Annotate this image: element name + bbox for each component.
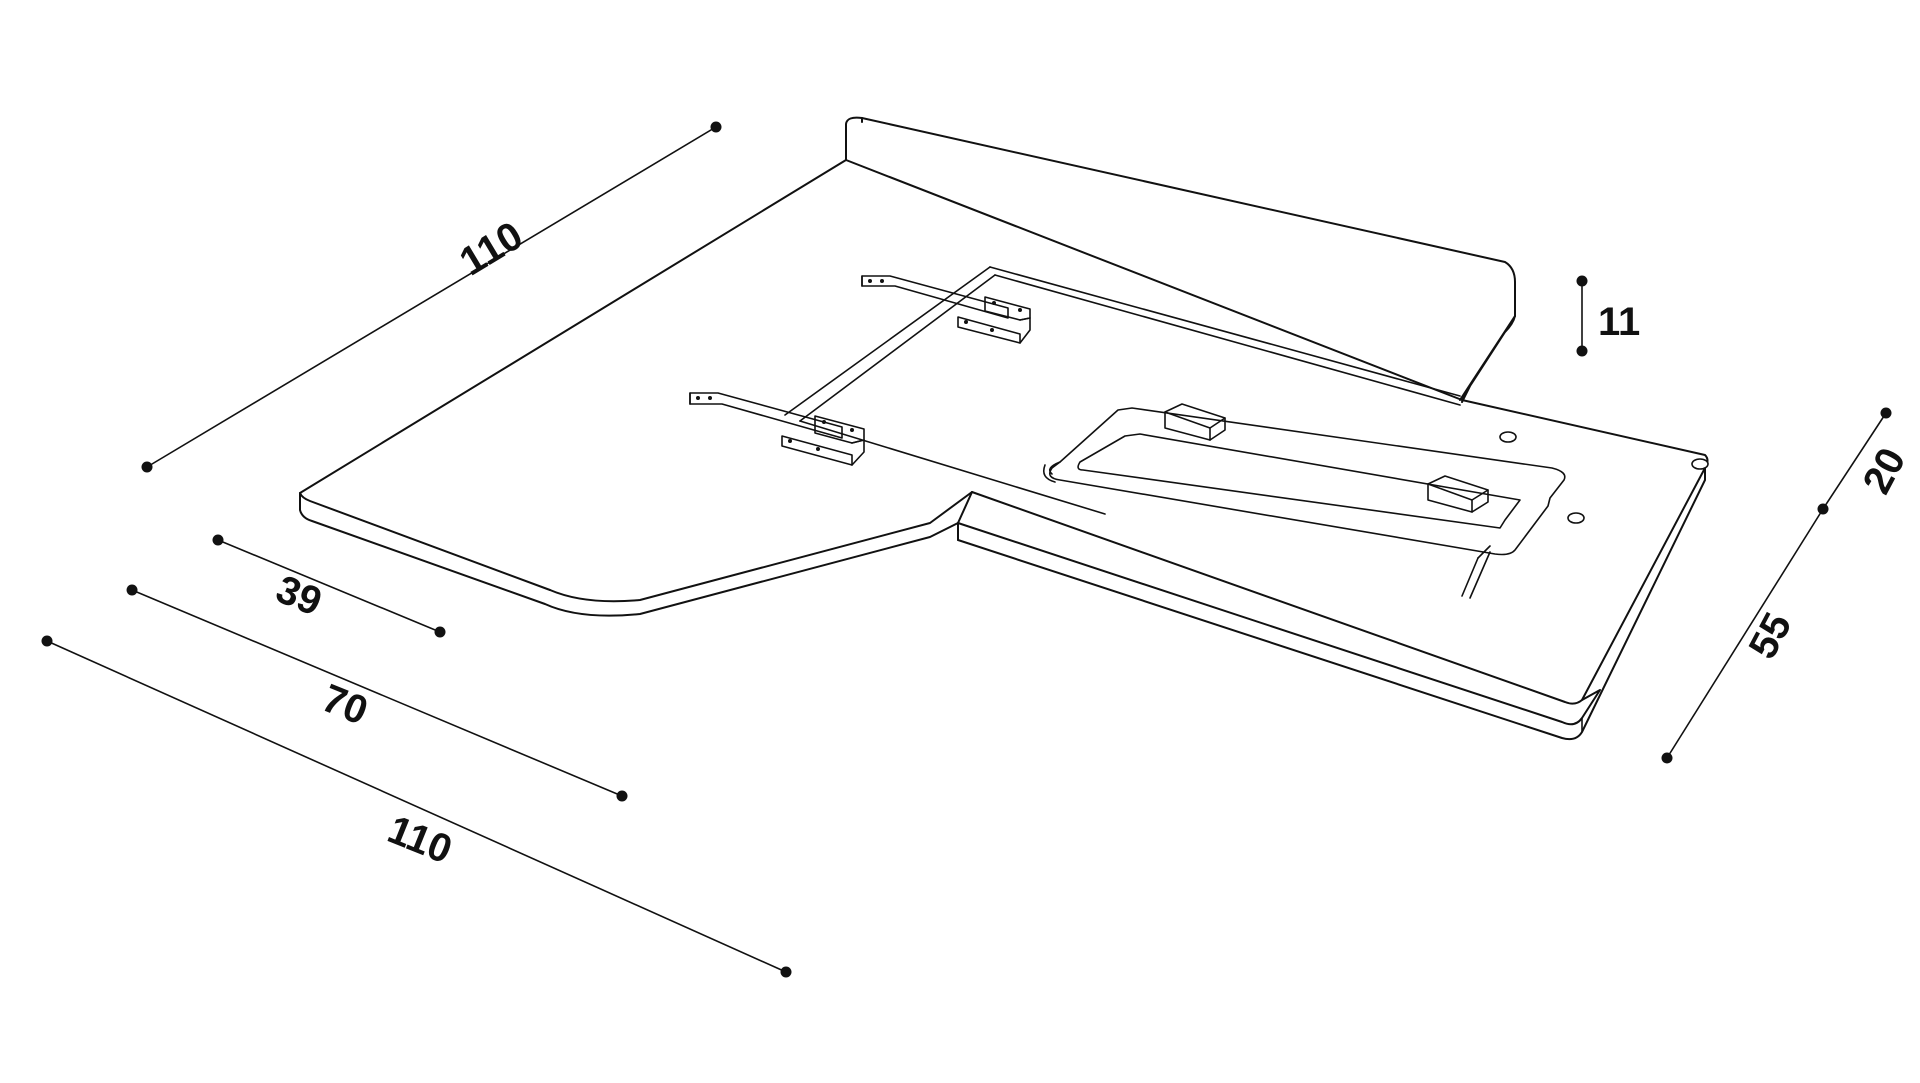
lower-bracket <box>689 392 865 466</box>
support-frame <box>784 266 1461 515</box>
desk-top <box>299 159 1709 741</box>
upper-bracket <box>861 275 1031 344</box>
grommet-hole-2 <box>1567 512 1585 524</box>
corner-desk-illustration <box>299 116 1709 741</box>
grommet-holes <box>1499 431 1709 524</box>
cable-tray <box>1042 403 1566 599</box>
dimension-labels: 110 39 70 110 11 20 55 <box>270 213 1914 872</box>
dim-label-front-mid: 70 <box>316 676 374 733</box>
dim-label-back-length: 110 <box>452 213 530 284</box>
grommet-hole-3 <box>1691 458 1709 470</box>
backsplash <box>845 116 1516 403</box>
dimension-lines <box>41 121 1892 978</box>
dim-label-right-upper: 20 <box>1855 441 1915 501</box>
grommet-hole-1 <box>1499 431 1517 443</box>
dim-label-backsplash-height: 11 <box>1598 300 1640 344</box>
dim-label-front-inner: 39 <box>270 567 328 624</box>
dim-label-right-depth: 55 <box>1741 606 1801 666</box>
dim-label-front-total: 110 <box>382 807 458 872</box>
